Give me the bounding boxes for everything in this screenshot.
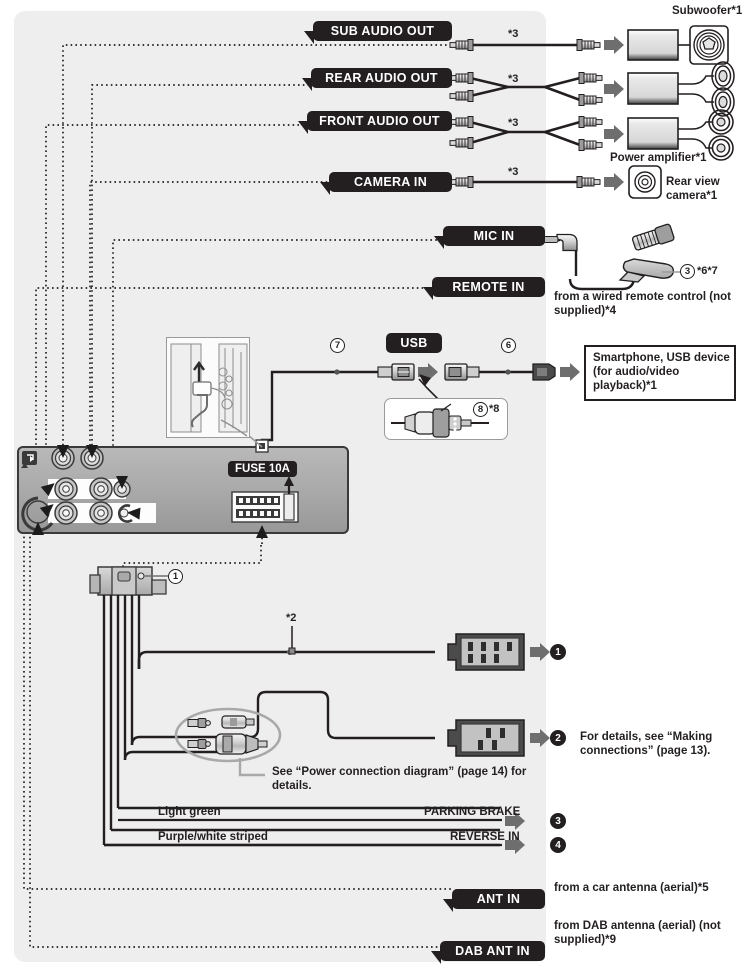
callout-usb-cable-number: 7 — [330, 338, 345, 353]
wire-number-2: 2 — [550, 730, 566, 746]
usb-cable — [260, 363, 580, 452]
port-label-text: REAR AUDIO OUT — [325, 71, 438, 85]
callout-mic-note: *6*7 — [697, 265, 718, 277]
callout-usb-extension-number: 6 — [501, 338, 516, 353]
callout-usb-adapter-number: 8 — [473, 402, 488, 417]
front-audio-cable — [449, 109, 734, 161]
port-label-ant-in: ANT IN — [443, 889, 545, 912]
rear-audio-cable — [449, 61, 735, 117]
smartphone-usb-device-box: Smartphone, USB device (for audio/video … — [584, 345, 736, 401]
wire-number-4: 4 — [550, 837, 566, 853]
port-label-text: CAMERA IN — [353, 175, 428, 189]
sub-audio-cable — [449, 25, 729, 65]
badge-tail — [320, 182, 330, 195]
note-sub-audio: *3 — [508, 28, 519, 40]
badge-tail — [298, 121, 308, 134]
port-label-text: SUB AUDIO OUT — [330, 24, 435, 38]
dab-antenna-note: from DAB antenna (aerial) (not supplied)… — [554, 920, 721, 946]
camera-cable — [449, 165, 662, 199]
mic-assembly — [542, 223, 680, 291]
port-label-sub-audio-out: SUB AUDIO OUT — [304, 21, 452, 44]
port-label-remote-in: REMOTE IN — [423, 277, 545, 300]
remote-control-note: from a wired remote control (not supplie… — [554, 291, 731, 317]
badge-tail — [423, 287, 433, 300]
note-front-audio: *3 — [508, 117, 519, 129]
note-harness-star2: *2 — [286, 612, 297, 624]
port-label-text: ANT IN — [476, 892, 521, 906]
port-label-front-audio-out: FRONT AUDIO OUT — [298, 111, 452, 134]
device-label-power-amplifier: Power amplifier*1 — [610, 152, 707, 164]
signal-label-reverse-in: REVERSE IN — [450, 831, 520, 843]
device-label-rear-view-camera-line2: camera*1 — [666, 190, 718, 202]
fuse-label-text: FUSE 10A — [235, 463, 290, 475]
callout-harness-number: 1 — [168, 569, 183, 584]
power-connection-diagram-note: See “Power connection diagram” (page 14)… — [272, 766, 527, 792]
wire-label-light-green: Light green — [158, 806, 221, 818]
usb-port-photo-inset — [166, 337, 250, 438]
badge-tail — [431, 951, 441, 964]
badge-tail — [302, 78, 312, 91]
device-label-rear-view-camera-line1: Rear view — [666, 176, 720, 188]
port-label-usb: USB — [386, 333, 442, 353]
head-unit — [17, 439, 349, 538]
smartphone-usb-device-text: Smartphone, USB device (for audio/video … — [593, 352, 730, 392]
fuse-label: FUSE 10A — [228, 461, 297, 477]
port-label-mic-in: MIC IN — [434, 226, 545, 249]
device-label-subwoofer: Subwoofer*1 — [672, 5, 743, 17]
port-label-camera-in: CAMERA IN — [320, 172, 452, 195]
port-label-text: FRONT AUDIO OUT — [319, 114, 440, 128]
port-label-text: MIC IN — [473, 229, 515, 243]
usb-adapter-inset — [384, 398, 508, 440]
making-connections-note: For details, see “Making connections” (p… — [580, 731, 713, 757]
callout-mic-number: 3 — [680, 264, 695, 279]
signal-label-parking-brake: PARKING BRAKE — [424, 806, 521, 818]
badge-tail — [304, 31, 314, 44]
note-rear-audio: *3 — [508, 73, 519, 85]
note-camera: *3 — [508, 166, 519, 178]
badge-tail — [434, 236, 444, 249]
callout-usb-adapter-note: *8 — [489, 403, 500, 415]
port-label-text: DAB ANT IN — [455, 944, 530, 958]
port-label-dab-ant-in: DAB ANT IN — [431, 941, 545, 964]
wire-label-purple-white: Purple/white striped — [158, 831, 268, 843]
badge-tail — [443, 899, 453, 912]
wire-number-3: 3 — [550, 813, 566, 829]
port-label-text: REMOTE IN — [452, 280, 525, 294]
port-label-text: USB — [400, 336, 428, 350]
port-label-rear-audio-out: REAR AUDIO OUT — [302, 68, 452, 91]
antenna-note: from a car antenna (aerial)*5 — [554, 882, 709, 894]
wire-number-1: 1 — [550, 644, 566, 660]
